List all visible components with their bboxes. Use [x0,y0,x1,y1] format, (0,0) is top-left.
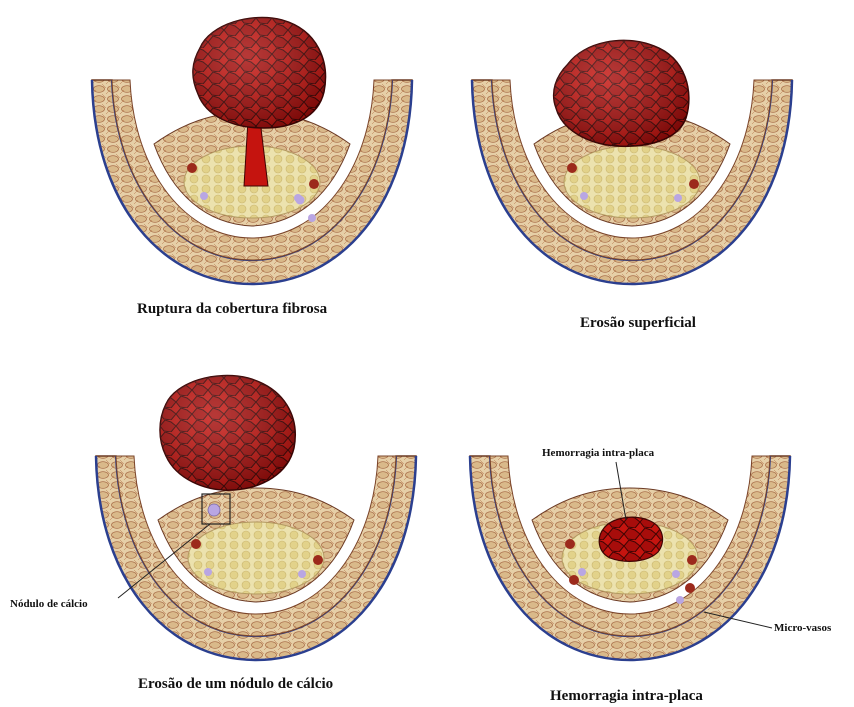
calcium-particle [308,214,316,222]
label-intraplaque-hemorrhage: Hemorragia intra-placa [542,447,654,459]
calcium-particle [676,596,684,604]
thrombus [554,40,689,146]
panel-superficial-erosion [472,40,792,284]
caption-superficial-erosion: Erosão superficial [580,315,696,332]
caption-calcified-nodule: Erosão de um nódulo de cálcio [138,676,333,693]
panel-calcified-nodule [96,376,416,660]
panel-plaque-rupture [92,18,412,284]
calcium-nodule [208,504,220,516]
label-microvessels: Micro-vasos [774,622,831,634]
calcium-particle [296,196,305,205]
microvessel [569,575,579,585]
microvessel [685,583,695,593]
thrombus [193,18,326,128]
label-calcium-nodule: Nódulo de cálcio [10,598,88,610]
artery-cross-section [96,456,416,660]
caption-intraplaque-hemorrhage: Hemorragia intra-placa [550,688,703,705]
intraplaque-hemorrhage [599,517,662,561]
caption-plaque-rupture: Ruptura da cobertura fibrosa [137,301,327,318]
thrombus [160,376,295,491]
panel-intraplaque-hemorrhage [470,456,790,660]
